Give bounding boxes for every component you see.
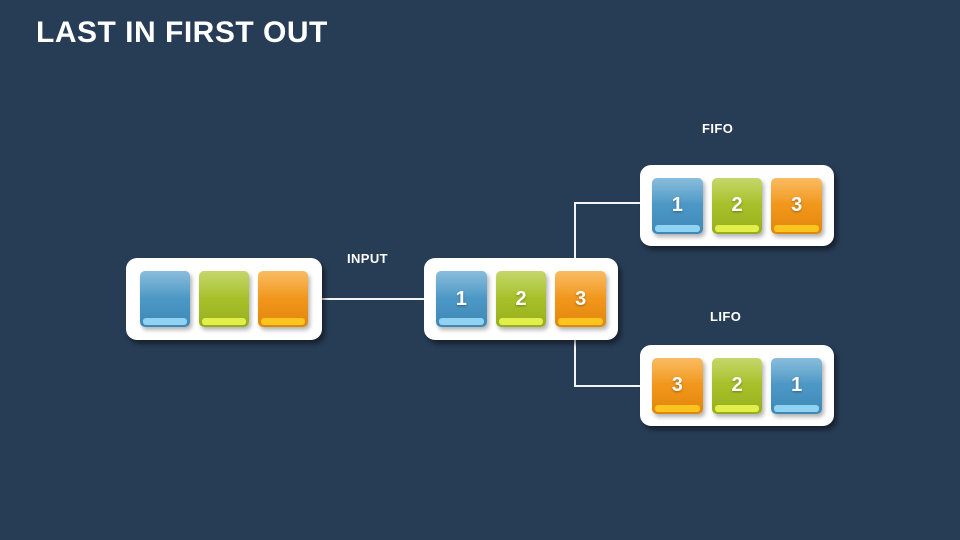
lifo-stack-container[interactable]: 3 2 1 <box>640 345 834 426</box>
lifo-tile-1[interactable]: 3 <box>652 357 703 414</box>
page-title: LAST IN FIRST OUT <box>36 16 328 49</box>
caption-input: INPUT <box>347 251 388 266</box>
source-tile-3[interactable] <box>258 271 308 327</box>
caption-lifo: LIFO <box>710 309 742 324</box>
lifo-tile-3[interactable]: 1 <box>771 357 823 414</box>
fifo-queue-container[interactable]: 1 2 3 <box>640 165 834 246</box>
fifo-tile-3[interactable]: 3 <box>771 177 823 234</box>
connector-source-to-input <box>321 298 425 300</box>
input-tile-1[interactable]: 1 <box>436 271 487 327</box>
connector-to-lifo <box>574 385 642 387</box>
source-tile-2[interactable] <box>199 271 249 327</box>
input-queue-container[interactable]: 1 2 3 <box>424 258 618 340</box>
input-tile-2[interactable]: 2 <box>495 271 547 327</box>
connector-to-fifo <box>574 202 642 204</box>
source-queue-container[interactable] <box>126 258 322 340</box>
source-tile-1[interactable] <box>140 271 190 327</box>
caption-fifo: FIFO <box>702 121 734 136</box>
fifo-tile-2[interactable]: 2 <box>711 177 763 234</box>
input-tile-3[interactable]: 3 <box>555 271 607 327</box>
fifo-tile-1[interactable]: 1 <box>652 177 703 234</box>
lifo-tile-2[interactable]: 2 <box>711 357 763 414</box>
